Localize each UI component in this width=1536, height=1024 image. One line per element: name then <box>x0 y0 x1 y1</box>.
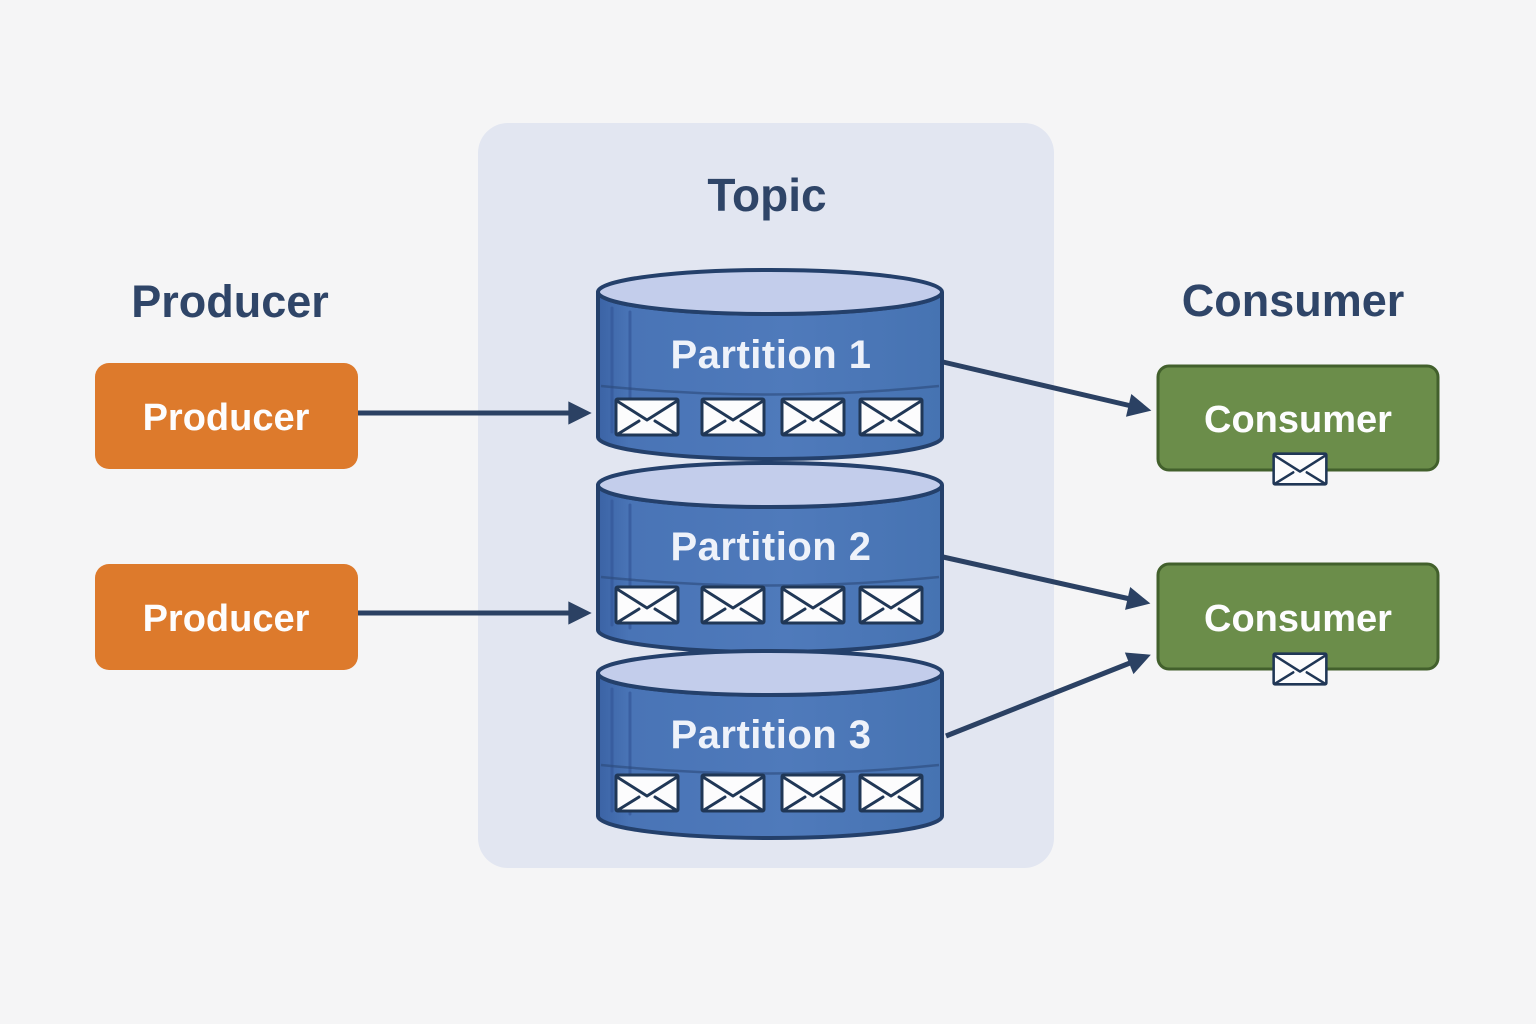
producer-box-2 <box>95 564 358 670</box>
envelope-icon <box>614 773 680 813</box>
envelope-icon <box>858 585 924 625</box>
envelope-icon <box>700 397 766 437</box>
consumer-box-2-label: Consumer <box>1204 598 1392 640</box>
cylinder-seam <box>600 384 940 396</box>
consumer-node-1: Consumer <box>1156 364 1440 486</box>
envelope-icon <box>780 585 846 625</box>
arrow-partition1-to-consumer1 <box>942 359 1152 417</box>
producer-box-2-label: Producer <box>143 598 310 640</box>
envelope-icon <box>1272 452 1328 486</box>
partition-3-top <box>596 649 944 697</box>
producer-box-1-label: Producer <box>143 397 310 439</box>
envelope-icon <box>780 397 846 437</box>
envelope-icon <box>614 397 680 437</box>
partition-1-cylinder: Partition 1 <box>596 268 944 461</box>
partition-1-label: Partition 1 <box>670 333 871 377</box>
partition-2-top <box>596 461 944 509</box>
envelope-icon <box>1272 652 1328 686</box>
cylinder-seam <box>600 763 940 775</box>
partition-1-top <box>596 268 944 316</box>
producer-box-1 <box>95 363 358 469</box>
consumer-box-1-label: Consumer <box>1204 399 1392 441</box>
consumer-heading: Consumer <box>1182 275 1405 326</box>
envelope-icon <box>858 773 924 813</box>
envelope-icon <box>614 585 680 625</box>
consumer-node-2: Consumer <box>1156 562 1440 686</box>
partition-3-cylinder: Partition 3 <box>596 649 944 840</box>
envelope-icon <box>700 773 766 813</box>
partition-3-label: Partition 3 <box>670 713 871 757</box>
partition-2-cylinder: Partition 2 <box>596 461 944 654</box>
producer-node-1: Producer <box>95 363 358 469</box>
arrow-partition3-to-consumer2 <box>945 652 1151 739</box>
envelope-icon <box>780 773 846 813</box>
envelope-icon <box>858 397 924 437</box>
cylinder-seam <box>600 575 940 587</box>
producer-node-2: Producer <box>95 564 358 670</box>
partition-2-label: Partition 2 <box>670 525 871 569</box>
envelope-icon <box>700 585 766 625</box>
topic-heading: Topic <box>707 169 826 221</box>
producer-heading: Producer <box>131 276 329 327</box>
arrow-partition2-to-consumer2 <box>942 554 1151 610</box>
